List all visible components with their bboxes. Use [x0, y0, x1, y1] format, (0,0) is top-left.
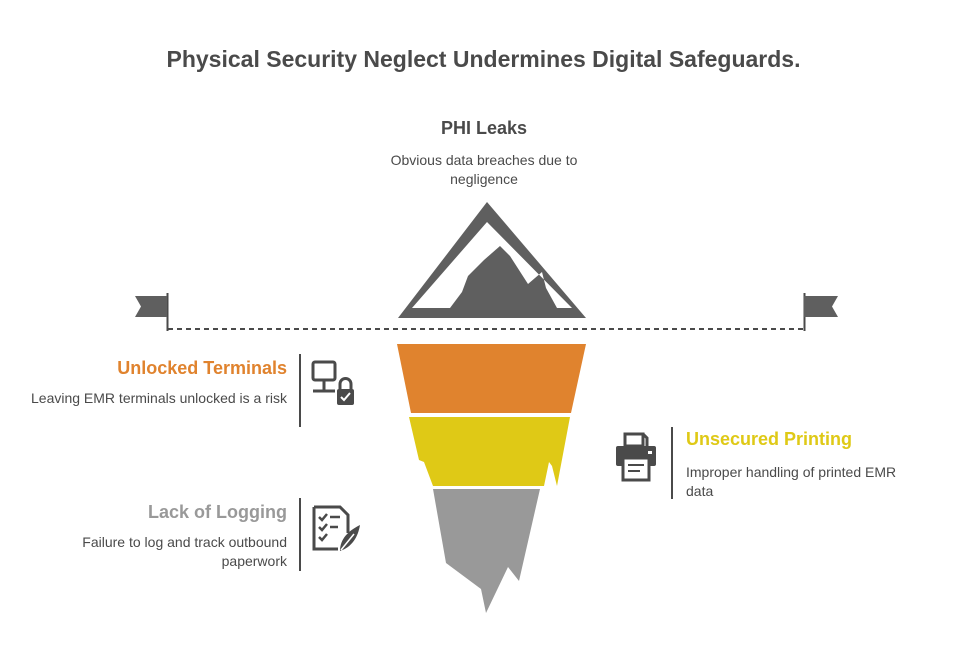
layer-unlocked-terminals — [397, 344, 586, 413]
layer-lack-of-logging — [433, 489, 540, 613]
computer-lock-icon — [311, 360, 354, 405]
layer-heading: Lack of Logging — [148, 502, 287, 522]
water-line — [135, 293, 838, 331]
layer-description: Leaving EMR terminals unlocked is a risk — [31, 390, 287, 406]
checklist-pen-icon — [312, 505, 360, 551]
diagram-title: Physical Security Neglect Undermines Dig… — [166, 46, 801, 72]
label-unsecured-printing: Unsecured Printing Improper handling of … — [686, 428, 926, 501]
label-lack-of-logging: Lack of Logging Failure to log and track… — [17, 501, 287, 571]
layer-description: Improper handling of printed EMR data — [686, 464, 897, 499]
tip-heading: PHI Leaks — [440, 118, 528, 138]
layer-unsecured-printing — [409, 417, 570, 486]
divider-line — [299, 498, 301, 571]
label-unlocked-terminals: Unlocked Terminals Leaving EMR terminals… — [17, 357, 287, 408]
right-flag — [804, 296, 838, 317]
printer-icon — [616, 432, 656, 482]
divider-line — [671, 427, 673, 499]
layer-heading: Unsecured Printing — [686, 429, 853, 449]
divider-line — [299, 354, 301, 427]
layer-description: Failure to log and track outbound paperw… — [82, 534, 287, 569]
tip-description: Obvious data breaches due to negligence — [390, 152, 578, 187]
layer-heading: Unlocked Terminals — [117, 358, 287, 378]
iceberg-tip — [398, 202, 586, 318]
left-flag — [135, 296, 167, 317]
